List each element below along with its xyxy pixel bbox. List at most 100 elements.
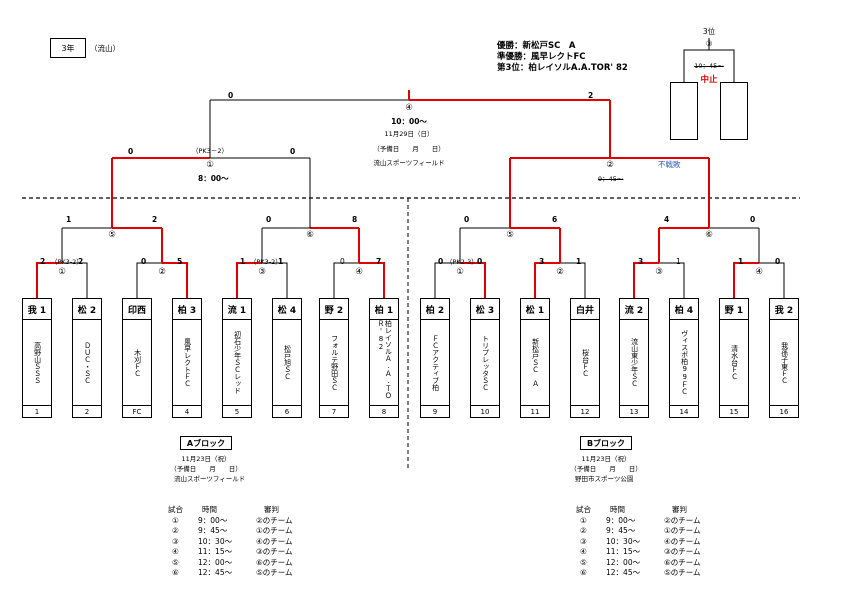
team-seed: 柏 3 — [172, 298, 202, 320]
qf-a1-score-right: 2 — [152, 215, 158, 224]
schedule-time: 12：45～ — [606, 568, 641, 577]
team-name-box: ＦＣアクティブ柏 — [420, 320, 450, 406]
r1-1-score-left: 2 — [40, 257, 46, 266]
schedule-referee: ⑥のチーム — [664, 557, 701, 567]
r1-3-score-right: 1 — [278, 257, 284, 266]
schedule-match-no: ③ — [580, 536, 587, 546]
team-number: 15 — [719, 406, 749, 418]
team-name-box: 風早レクトＦＣ — [172, 320, 202, 406]
schedule-header-referee: 審判 — [264, 505, 279, 514]
team-number: FC — [122, 406, 152, 418]
r1-8-score-left: 1 — [738, 257, 744, 266]
schedule-header: 試合 時間 審判 — [576, 505, 724, 516]
schedule-match-no: ① — [580, 515, 587, 525]
team-number: 2 — [72, 406, 102, 418]
r1-8-match-no: ④ — [755, 267, 763, 277]
team-name-box: 木刈ＦＣ — [122, 320, 152, 406]
schedule-referee: ⑤のチーム — [256, 568, 293, 577]
r1-5-score-right: 0 — [477, 257, 483, 266]
team-seed: 我 1 — [22, 298, 52, 320]
team-number: 14 — [669, 406, 699, 418]
schedule-match-no: ④ — [172, 547, 179, 556]
semi-a-score-left: 0 — [128, 147, 134, 156]
grade-box: 3年 — [50, 38, 86, 58]
r1-1-score-right: 2 — [78, 257, 84, 266]
schedule-time: 9：45～ — [198, 526, 228, 535]
third-place-slot-right — [720, 82, 748, 140]
r1-5-match-no: ① — [456, 267, 464, 277]
final-score-left: 0 — [228, 91, 234, 100]
schedule-referee: ④のチーム — [256, 536, 293, 546]
semi-b-match-no: ② — [606, 160, 614, 170]
qf-a2-match-no: ⑥ — [306, 230, 314, 240]
schedule-match-no: ⑥ — [580, 568, 587, 577]
team-name-box: ＤＵＣ・ＳＣ — [72, 320, 102, 406]
team-name: 新松戸ＳＣ Ａ — [531, 338, 540, 387]
block-b-date: 11月23日（祝） — [581, 455, 631, 463]
team-seed: 白井 — [570, 298, 600, 320]
team-number: 11 — [520, 406, 550, 418]
r1-5-pk: （PK2-3） — [446, 258, 478, 266]
third-place-match-no: ③ — [705, 39, 713, 48]
third-place-status: 中止 — [700, 75, 718, 85]
schedule-time: 12：00～ — [606, 557, 641, 567]
r1-1-pk: （PK3-2） — [51, 258, 83, 266]
team-seed: 松 3 — [470, 298, 500, 320]
schedule-header-time: 時間 — [610, 505, 625, 514]
qf-b2-match-no: ⑥ — [705, 230, 713, 240]
final-venue: 流山スポーツフィールド — [373, 159, 445, 167]
r1-8-score-right: 0 — [775, 257, 781, 266]
semi-b-time: 9：45～ — [598, 175, 624, 183]
qf-a1-score-left: 1 — [66, 215, 72, 224]
r1-3-match-no: ③ — [258, 267, 266, 277]
semi-b-status: 不戦敗 — [658, 160, 681, 169]
r1-3-pk: （PK3-2） — [250, 258, 282, 266]
block-a-reserve: （予備日 月 日） — [170, 465, 242, 473]
final-reserve: （予備日 月 日） — [373, 145, 445, 153]
team-name: トリプレッタＳＣ — [481, 334, 490, 391]
team-name-box: 我孫子東ＦＣ — [769, 320, 799, 406]
team-number: 13 — [619, 406, 649, 418]
team-seed: 柏 4 — [669, 298, 699, 320]
team-number: 10 — [470, 406, 500, 418]
schedule-time: 12：00～ — [198, 557, 233, 567]
r1-2-score-left: 0 — [141, 257, 147, 266]
schedule-header-match: 試合 — [576, 505, 591, 514]
team-number: 6 — [272, 406, 302, 418]
schedule-match-no: ③ — [172, 536, 179, 546]
schedule-time: 11：15～ — [198, 547, 233, 556]
qf-b1-score-right: 6 — [552, 215, 558, 224]
r1-2-score-right: 5 — [177, 257, 183, 266]
qf-a2-score-left: 0 — [266, 215, 272, 224]
schedule-referee: ④のチーム — [664, 536, 701, 546]
schedule-match-no: ① — [172, 515, 179, 525]
schedule-time: 10：30～ — [606, 536, 641, 546]
third-place-time: 10：45～ — [694, 62, 724, 70]
team-name: ＤＵＣ・ＳＣ — [83, 341, 92, 384]
team-seed: 松 1 — [520, 298, 550, 320]
semi-a-score-right: 0 — [290, 147, 296, 156]
team-name: ＦＣアクティブ柏 — [431, 334, 440, 391]
venue-label: （流山） — [90, 44, 120, 53]
team-name: フォルテ野田ＳＣ — [330, 334, 339, 391]
team-number: 16 — [769, 406, 799, 418]
schedule-referee: ①のチーム — [664, 526, 701, 535]
team-name: 高野山ＳＳＳ — [33, 341, 42, 384]
schedule-time: 12：45～ — [198, 568, 233, 577]
r1-3-score-left: 1 — [240, 257, 246, 266]
team-seed: 野 2 — [319, 298, 349, 320]
block-a-date: 11月23日（祝） — [181, 455, 231, 463]
result-winner: 優勝：新松戸SC A — [497, 41, 576, 51]
team-seed: 柏 2 — [420, 298, 450, 320]
final-match-no: ④ — [405, 103, 413, 113]
block-b-label-text: Bブロック — [586, 438, 626, 448]
schedule-referee: ①のチーム — [256, 526, 293, 535]
team-name: 桜台ＦＣ — [581, 348, 590, 377]
team-seed: 柏 1 — [369, 298, 399, 320]
